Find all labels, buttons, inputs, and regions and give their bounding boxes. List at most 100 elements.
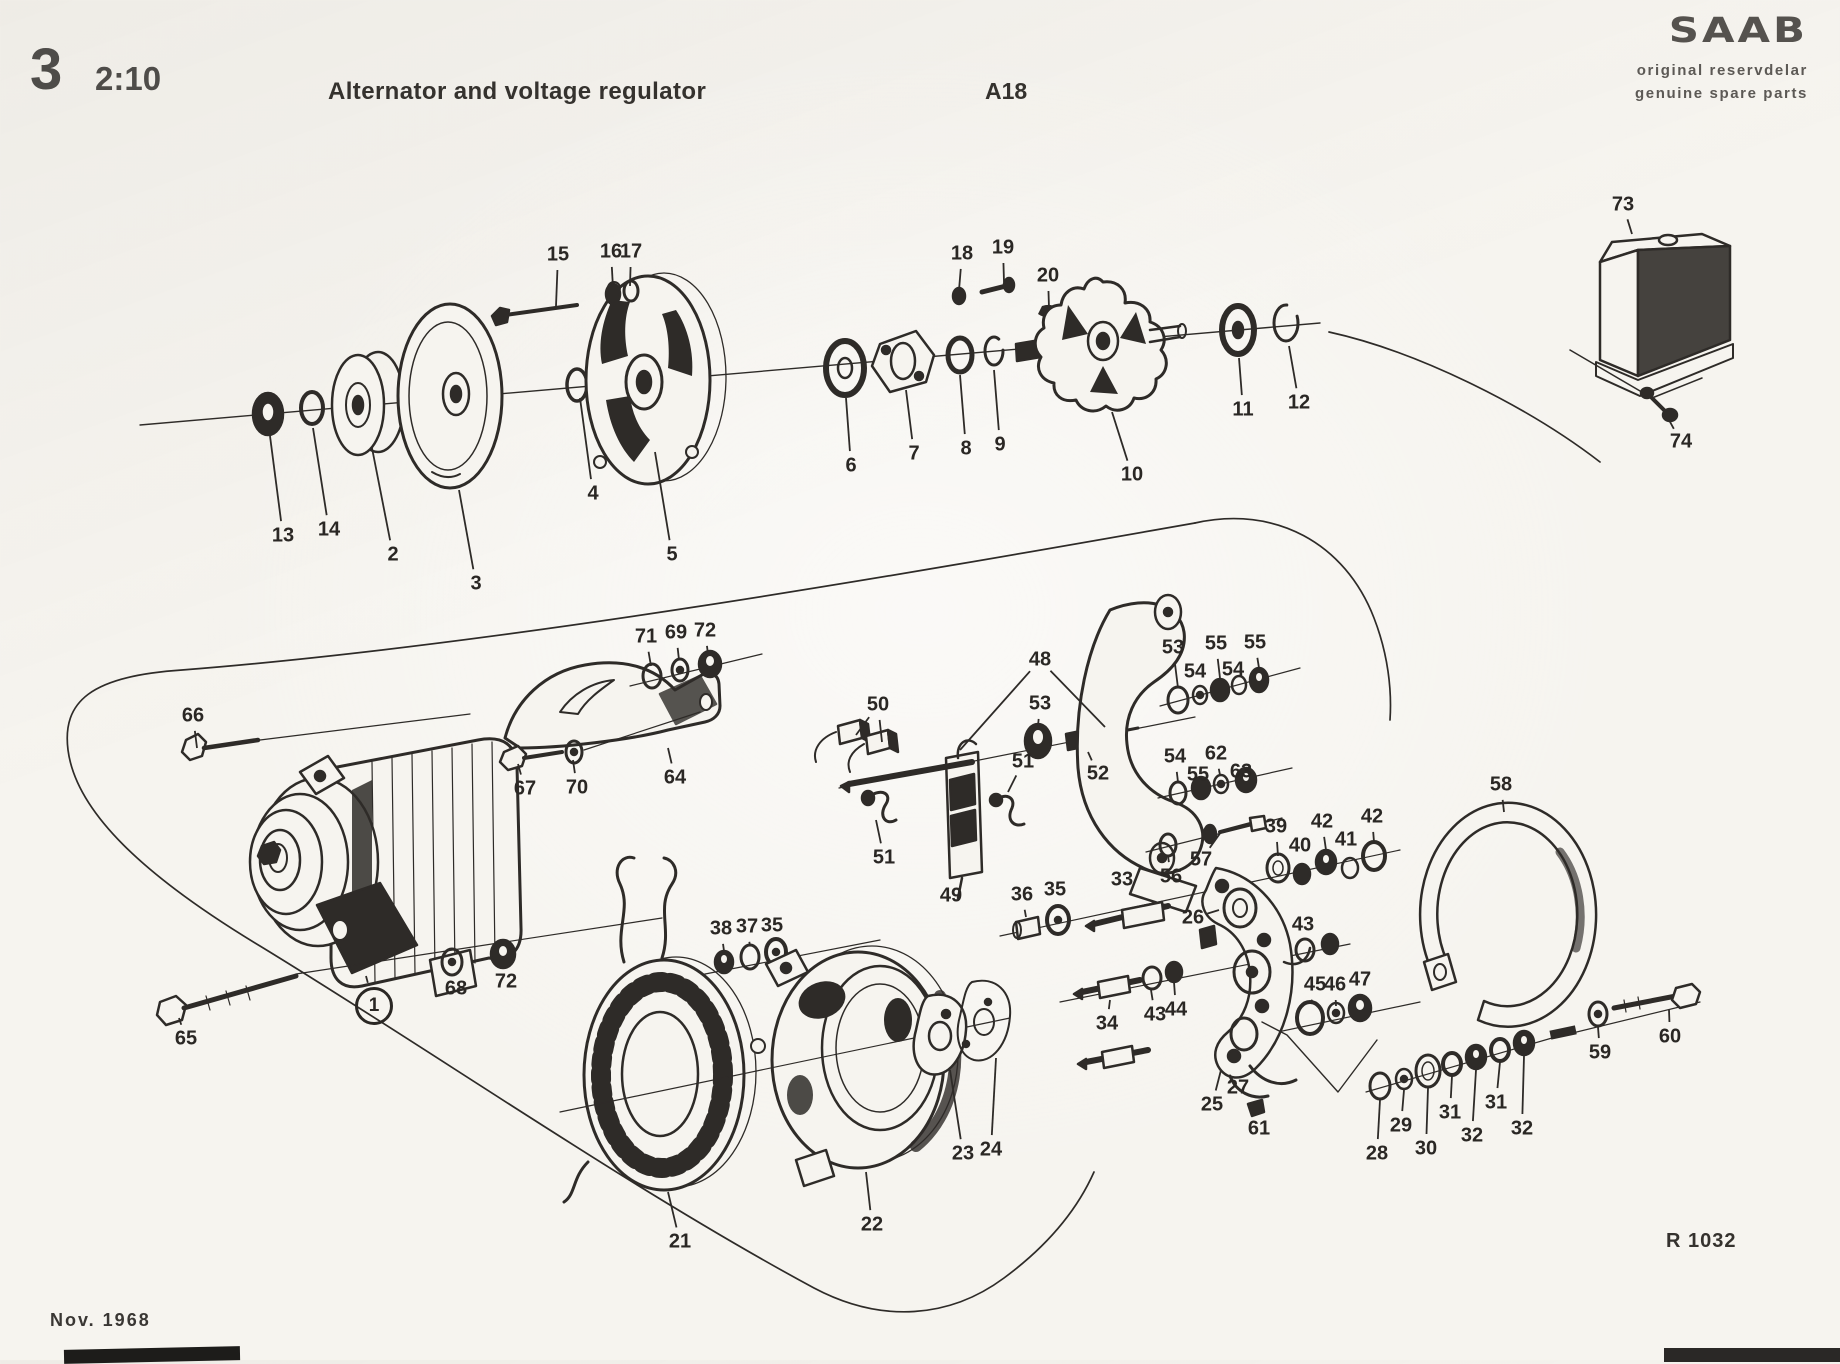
- pulley-nut-drawing: [253, 392, 323, 435]
- part-label-65: 65: [175, 1028, 197, 1051]
- part-label-43: 43: [1292, 914, 1314, 937]
- bottom-left-scan-mark: [64, 1346, 240, 1364]
- part-label-73: 73: [1612, 194, 1634, 217]
- part-label-59: 59: [1589, 1042, 1611, 1065]
- cooling-band-drawing: [1420, 803, 1596, 1040]
- part-label-50: 50: [867, 694, 889, 717]
- part-label-17: 17: [620, 241, 642, 264]
- part-label-45: 45: [1304, 974, 1326, 997]
- part-label-10: 10: [1121, 464, 1143, 487]
- part-label-12: 12: [1288, 392, 1310, 415]
- footer-drawing-ref: R 1032: [1666, 1230, 1737, 1253]
- part-label-31: 31: [1439, 1102, 1461, 1125]
- figure-code: A18: [985, 78, 1027, 105]
- part-label-5: 5: [666, 544, 677, 567]
- part-label-54: 54: [1164, 746, 1186, 769]
- regulator-screw-drawing: [1641, 388, 1677, 421]
- part-label-6: 6: [845, 455, 856, 478]
- part-label-13: 13: [272, 525, 294, 548]
- part-label-30: 30: [1415, 1138, 1437, 1161]
- part-label-7: 7: [908, 443, 919, 466]
- part-label-9: 9: [994, 434, 1005, 457]
- part-label-70: 70: [566, 777, 588, 800]
- part-label-44: 44: [1165, 999, 1187, 1022]
- voltage-regulator-drawing: [1570, 234, 1733, 398]
- part-label-48: 48: [1029, 649, 1051, 672]
- part-label-26: 26: [1182, 907, 1204, 930]
- part-label-63: 63: [1230, 761, 1252, 784]
- saab-logo: SAAB: [1635, 10, 1808, 50]
- part-label-43: 43: [1144, 1004, 1166, 1027]
- part-label-18: 18: [951, 243, 973, 266]
- part-label-22: 22: [861, 1214, 883, 1237]
- regulator-leader-curve: [1329, 332, 1600, 462]
- part-label-55: 55: [1187, 764, 1209, 787]
- part-label-71: 71: [635, 626, 657, 649]
- part-label-53: 53: [1029, 693, 1051, 716]
- rear-bearing-drawing: [1222, 305, 1298, 354]
- part-label-74: 74: [1670, 431, 1692, 454]
- part-label-23: 23: [952, 1143, 974, 1166]
- part-label-60: 60: [1659, 1026, 1681, 1049]
- part-label-46: 46: [1324, 974, 1346, 997]
- part-label-15: 15: [547, 244, 569, 267]
- part-label-61: 61: [1248, 1118, 1270, 1141]
- part-label-55: 55: [1244, 632, 1266, 655]
- part-label-55: 55: [1205, 633, 1227, 656]
- part-label-29: 29: [1390, 1115, 1412, 1138]
- part-label-4: 4: [587, 483, 598, 506]
- part-label-53: 53: [1162, 637, 1184, 660]
- section-ref: 2:10: [95, 60, 161, 98]
- part-label-31: 31: [1485, 1092, 1507, 1115]
- part-label-72: 72: [495, 971, 517, 994]
- part-label-20: 20: [1037, 265, 1059, 288]
- part-label-19: 19: [992, 237, 1014, 260]
- drive-end-shield-drawing: [586, 273, 726, 484]
- part-label-67: 67: [514, 778, 536, 801]
- bearing-retainer-drawing: [872, 331, 934, 392]
- part-label-62: 62: [1205, 743, 1227, 766]
- part-label-58: 58: [1490, 774, 1512, 797]
- part-label-25: 25: [1201, 1094, 1223, 1117]
- part-label-54: 54: [1222, 659, 1244, 682]
- part-label-51: 51: [1012, 751, 1034, 774]
- part-label-69: 69: [665, 622, 687, 645]
- part-label-66: 66: [182, 705, 204, 728]
- part-label-28: 28: [1366, 1143, 1388, 1166]
- alternator-assembly-drawing: [250, 739, 521, 996]
- part-label-35: 35: [1044, 879, 1066, 902]
- part-label-21: 21: [669, 1231, 691, 1254]
- part-label-11: 11: [1232, 399, 1253, 422]
- part-label-40: 40: [1289, 835, 1311, 858]
- part-label-27: 27: [1227, 1077, 1249, 1100]
- part-label-64: 64: [664, 767, 686, 790]
- part-label-16: 16: [600, 241, 622, 264]
- pulley-drawing: [398, 304, 502, 488]
- part-label-52: 52: [1087, 763, 1109, 786]
- part-label-35: 35: [761, 915, 783, 938]
- part-label-24: 24: [980, 1139, 1002, 1162]
- rectifier-plate-drawing: [1200, 868, 1310, 1116]
- part-label-47: 47: [1349, 969, 1371, 992]
- part-label-37: 37: [736, 916, 758, 939]
- part-label-72: 72: [694, 620, 716, 643]
- part-label-3: 3: [470, 573, 481, 596]
- part-label-54: 54: [1184, 661, 1206, 684]
- part-label-34: 34: [1096, 1013, 1118, 1036]
- part-label-32: 32: [1511, 1118, 1533, 1141]
- part-label-33: 33: [1111, 869, 1133, 892]
- part-label-32: 32: [1461, 1125, 1483, 1148]
- part-label-42: 42: [1311, 811, 1333, 834]
- rotor-drawing: [1016, 278, 1186, 411]
- part-label-2: 2: [387, 544, 398, 567]
- part-label-14: 14: [318, 519, 340, 542]
- stator-drawing: [564, 857, 756, 1202]
- brand-block: SAAB original reservdelar genuine spare …: [1635, 10, 1808, 105]
- part-label-38: 38: [710, 918, 732, 941]
- front-bearing-drawing: [826, 341, 864, 395]
- part-label-49: 49: [940, 885, 962, 908]
- brand-tagline-sv: original reservdelar: [1635, 59, 1808, 82]
- part-label-56: 56: [1160, 866, 1182, 889]
- spacer-washer-drawing: [567, 369, 587, 401]
